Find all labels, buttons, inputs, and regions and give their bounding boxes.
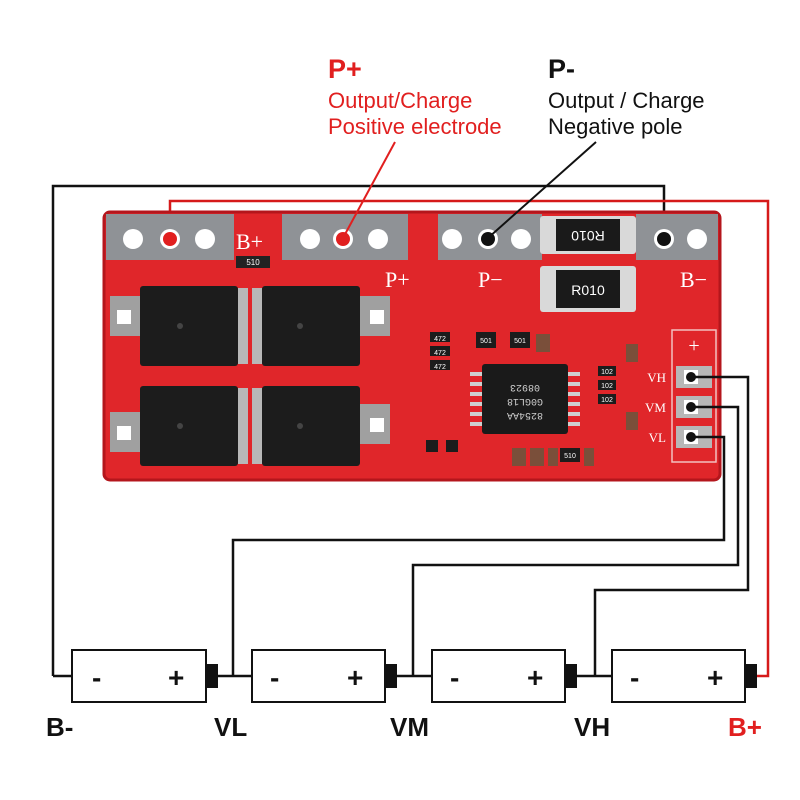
p-minus-pointer (487, 141, 597, 239)
battery-cell: - + (251, 649, 397, 703)
cell-negative-sign: - (630, 662, 639, 693)
balance-vh-label: VH (647, 370, 666, 385)
smd-code: 501 (514, 338, 526, 345)
shunt-resistor-1: R010 (540, 216, 636, 254)
ic-marking-line: G0GL18 (507, 395, 543, 406)
cell-negative-sign: - (450, 662, 459, 693)
balance-vm-label: VM (645, 400, 666, 415)
pcb-label-b-minus: B− (680, 267, 707, 292)
mosfet (110, 286, 248, 366)
node-label-b-minus: B- (46, 712, 73, 742)
battery-cell: - + (611, 649, 757, 703)
ic-marking-line: 08923 (510, 381, 540, 392)
smd-code: 510 (246, 258, 260, 267)
p-plus-callout-line2: Positive electrode (328, 114, 502, 139)
small-smd-components (426, 332, 616, 462)
smd-code: 102 (601, 397, 613, 404)
shunt-resistor-1-code: R010 (571, 228, 605, 244)
smd-code: 501 (480, 338, 492, 345)
pcb-label-b-plus: B+ (236, 229, 263, 254)
mosfets (110, 286, 390, 466)
b-plus-pad-point (163, 232, 177, 246)
node-label-vl: VL (214, 712, 247, 742)
p-plus-callout: P+ Output/Charge Positive electrode (328, 54, 502, 139)
smd-code: 510 (564, 453, 576, 460)
balance-plus-label: + (688, 335, 699, 357)
mosfet (110, 386, 248, 466)
p-plus-pointer (342, 141, 396, 239)
battery-cell: - + (431, 649, 577, 703)
node-label-vm: VM (390, 712, 429, 742)
p-plus-pad-point (336, 232, 350, 246)
smd-code: 472 (434, 350, 446, 357)
small-smd-capacitors (512, 334, 638, 466)
smd-resistor (236, 256, 270, 268)
balance-vl-label: VL (649, 430, 666, 445)
pcb-label-p-plus: P+ (385, 267, 410, 292)
cell-positive-sign: + (347, 662, 363, 693)
shunt-resistor-2: R010 (540, 266, 636, 312)
vm-wire (411, 405, 740, 676)
shunt-resistor-2-code: R010 (571, 282, 605, 298)
smd-code: 102 (601, 369, 613, 376)
cell-negative-sign: - (92, 662, 101, 693)
b-minus-pad-point (657, 232, 671, 246)
vl-wire (231, 435, 726, 676)
ic-marking-line: 8254AA (507, 409, 543, 420)
p-minus-callout-line1: Output / Charge (548, 88, 705, 113)
vh-wire (593, 375, 750, 676)
battery-cell: - + (71, 649, 218, 703)
cell-positive-sign: + (527, 662, 543, 693)
p-minus-callout: P- Output / Charge Negative pole (548, 54, 705, 139)
p-minus-callout-line2: Negative pole (548, 114, 683, 139)
smd-code: 102 (601, 383, 613, 390)
battery-string: - + - + - + - + (53, 649, 757, 703)
mosfet (252, 286, 390, 366)
bms-pcb: B+ P+ P− B− 510 R010 R010 (102, 210, 722, 482)
p-minus-pad-point (481, 232, 495, 246)
mosfet (252, 386, 390, 466)
p-minus-callout-title: P- (548, 54, 575, 84)
cell-positive-sign: + (707, 662, 723, 693)
p-plus-callout-title: P+ (328, 54, 362, 84)
cell-negative-sign: - (270, 662, 279, 693)
protection-ic: 8254AA G0GL18 08923 (470, 364, 580, 434)
smd-code: 472 (434, 364, 446, 371)
p-plus-callout-line1: Output/Charge (328, 88, 472, 113)
pcb-label-p-minus: P− (478, 267, 503, 292)
cell-positive-sign: + (168, 662, 184, 693)
smd-code: 472 (434, 336, 446, 343)
node-label-vh: VH (574, 712, 610, 742)
node-label-b-plus: B+ (728, 712, 762, 742)
